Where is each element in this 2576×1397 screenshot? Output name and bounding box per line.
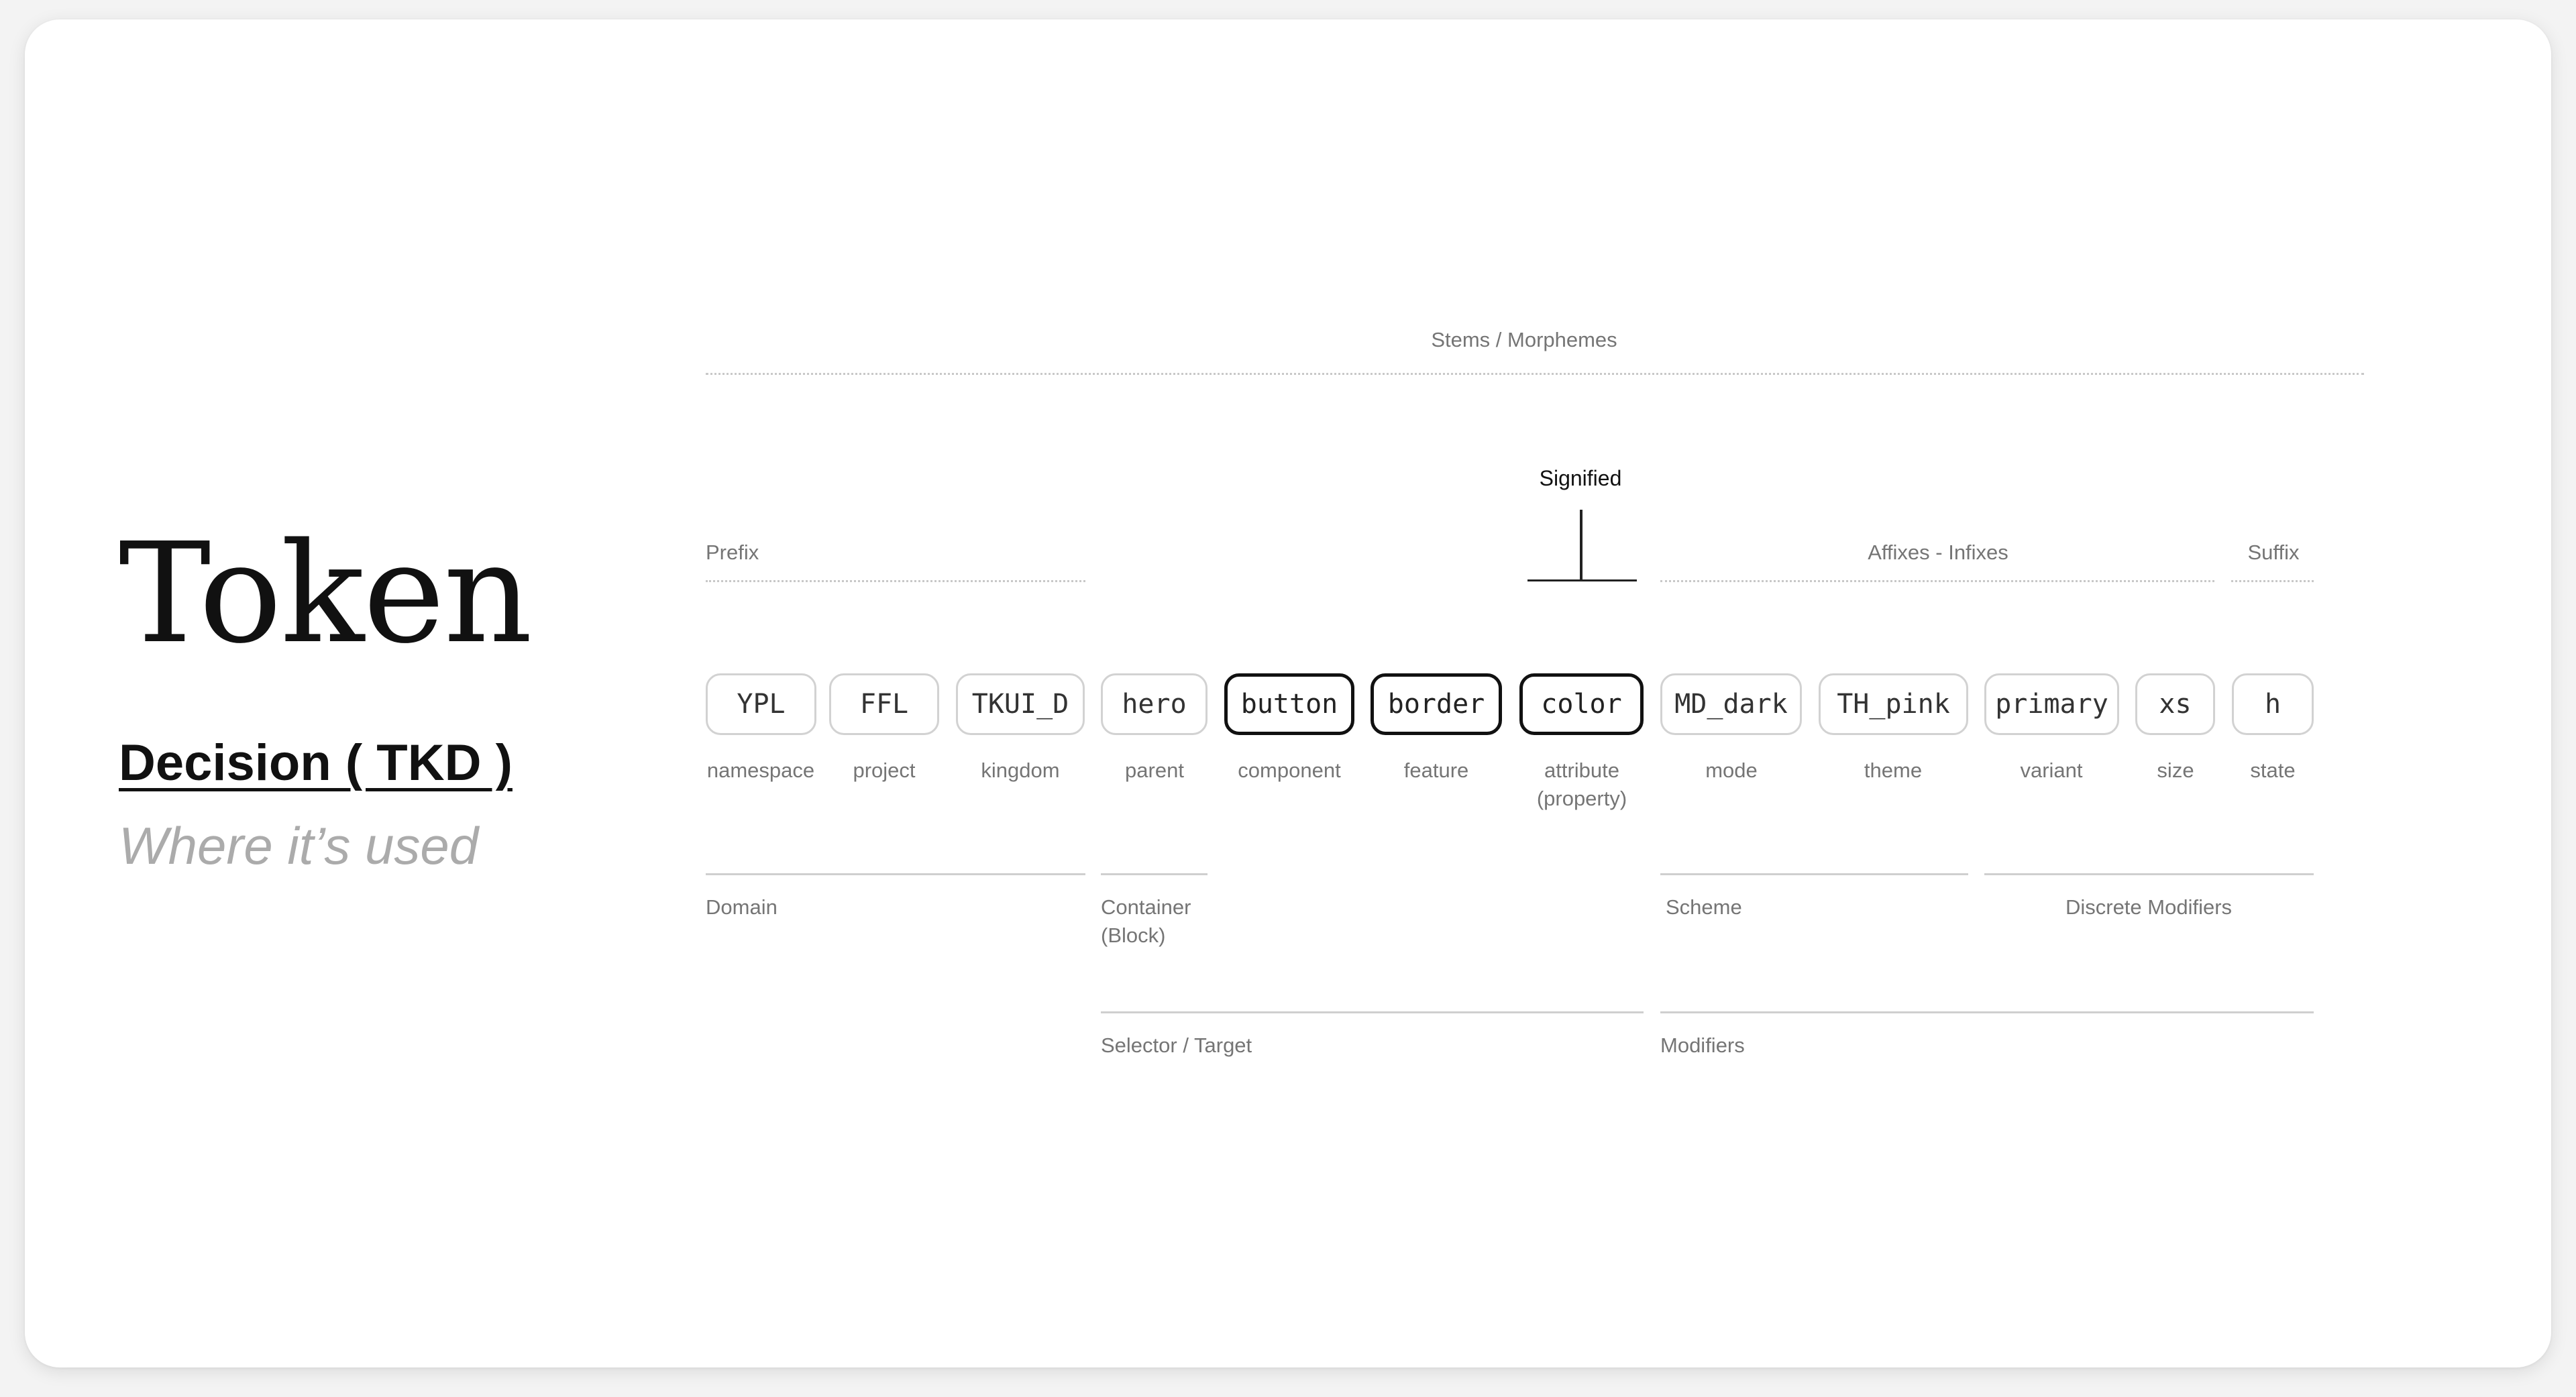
token-label-attribute: attribute (property): [1536, 759, 1627, 810]
token-label-size: size: [2157, 759, 2194, 782]
modifiers-divider: [1660, 1011, 2314, 1013]
token-kingdom[interactable]: TKUI_D: [956, 673, 1085, 735]
token-label-kingdom: kingdom: [981, 759, 1060, 782]
signified-pointer-stem: [1580, 510, 1582, 581]
scheme-label: Scheme: [1666, 895, 1742, 919]
suffix-label: Suffix: [2247, 541, 2300, 564]
scheme-divider: [1660, 873, 1968, 875]
container-label: Container (Block): [1101, 895, 1191, 947]
token-label-state: state: [2250, 759, 2296, 782]
token-label-feature: feature: [1403, 759, 1469, 782]
token-variant[interactable]: primary: [1984, 673, 2119, 735]
prefix-label: Prefix: [706, 541, 759, 564]
token-label-namespace: namespace: [706, 759, 815, 782]
token-mode[interactable]: MD_dark: [1660, 673, 1802, 735]
discrete-modifiers-divider: [1984, 873, 2314, 875]
signified-label: Signified: [1539, 466, 1622, 490]
domain-divider: [706, 873, 1085, 875]
token-feature[interactable]: border: [1371, 673, 1502, 735]
token-label-theme: theme: [1864, 759, 1923, 782]
token-namespace[interactable]: YPL: [706, 673, 816, 735]
suffix-divider: [2231, 580, 2314, 582]
token-component[interactable]: button: [1224, 673, 1354, 735]
discrete-modifiers-label: Discrete Modifiers: [2065, 895, 2233, 919]
token-state[interactable]: h: [2232, 673, 2314, 735]
token-label-mode: mode: [1705, 759, 1758, 782]
signified-pointer-base: [1527, 579, 1637, 581]
token-parent[interactable]: hero: [1101, 673, 1208, 735]
prefix-divider: [706, 580, 1085, 582]
modifiers-label: Modifiers: [1660, 1033, 1745, 1057]
token-project[interactable]: FFL: [829, 673, 939, 735]
affixes-infixes-label: Affixes - Infixes: [1868, 541, 2008, 564]
stems-morphemes-divider: [706, 373, 2364, 375]
token-label-parent: parent: [1125, 759, 1184, 782]
selector-target-label: Selector / Target: [1101, 1033, 1252, 1057]
stems-morphemes-label: Stems / Morphemes: [1431, 328, 1617, 351]
token-label-project: project: [853, 759, 916, 782]
token-theme[interactable]: TH_pink: [1819, 673, 1968, 735]
subtitle-link[interactable]: Decision ( TKD ): [119, 734, 513, 791]
domain-label: Domain: [706, 895, 777, 919]
container-divider: [1101, 873, 1208, 875]
page-title: Token: [119, 513, 533, 674]
token-size[interactable]: xs: [2135, 673, 2215, 735]
token-label-variant: variant: [2020, 759, 2083, 782]
selector-divider: [1101, 1011, 1644, 1013]
token-attribute[interactable]: color: [1519, 673, 1644, 735]
affixes-infixes-divider: [1660, 580, 2214, 582]
tagline: Where it’s used: [119, 816, 479, 875]
token-label-component: component: [1238, 759, 1341, 782]
